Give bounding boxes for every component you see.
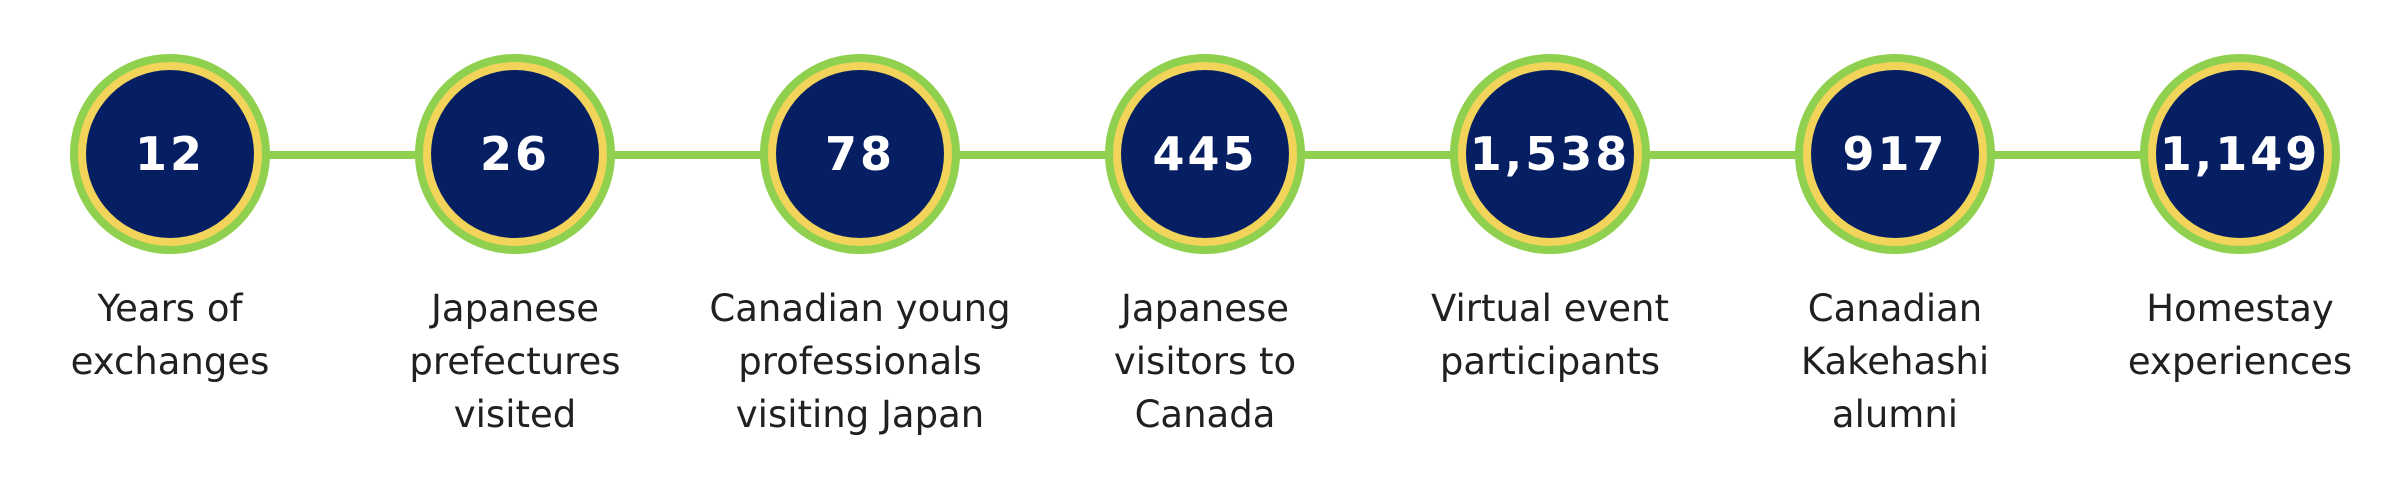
stat-value: 445 [1152,127,1258,181]
stat-badge-outer-ring: 78 [760,54,960,254]
stat-value: 1,538 [1469,127,1631,181]
stat-badge-outer-ring: 1,149 [2140,54,2340,254]
stat-label-line: participants [1439,340,1661,383]
stat-virtual-event-participants: 1,538 Virtual event participants [1390,54,1710,474]
stat-label-line: Homestay [2146,287,2334,330]
stat-label-line: visiting Japan [735,393,985,436]
stat-canadian-young-professionals: 78 Canadian young professionals visiting… [700,54,1020,474]
stat-label: Japanese visitors to Canada [1045,282,1365,441]
stat-badge: 26 [431,70,599,238]
stat-homestay-experiences: 1,149 Homestay experiences [2080,54,2400,474]
stat-label-line: Virtual event [1430,287,1670,330]
stat-label-line: experiences [2127,340,2353,383]
stat-badge-outer-ring: 445 [1105,54,1305,254]
stat-badge-inner-ring: 1,538 [1458,62,1642,246]
stat-badge-inner-ring: 445 [1113,62,1297,246]
stat-badge-inner-ring: 78 [768,62,952,246]
stat-label-line: alumni [1831,393,1959,436]
stat-badge-outer-ring: 1,538 [1450,54,1650,254]
stat-label: Homestay experiences [2080,282,2400,388]
stat-badge: 12 [86,70,254,238]
stat-label-line: professionals [738,340,982,383]
stat-label: Japanese prefectures visited [355,282,675,441]
stat-badge: 78 [776,70,944,238]
stat-label-line: Japanese [1121,287,1289,330]
stat-badge-outer-ring: 26 [415,54,615,254]
stat-label: Years of exchanges [10,282,330,388]
stat-badge: 1,538 [1466,70,1634,238]
stat-value: 12 [134,127,205,181]
stat-badge-inner-ring: 26 [423,62,607,246]
stat-label-line: Years of [97,287,243,330]
stat-badge-inner-ring: 1,149 [2148,62,2332,246]
stat-prefectures-visited: 26 Japanese prefectures visited [355,54,675,474]
stat-japanese-visitors: 445 Japanese visitors to Canada [1045,54,1365,474]
stat-label-line: Japanese [431,287,599,330]
stat-label-line: visited [453,393,577,436]
stat-label-line: Canada [1134,393,1276,436]
stat-badge-inner-ring: 12 [78,62,262,246]
stat-label: Canadian Kakehashi alumni [1735,282,2055,441]
stat-badge-inner-ring: 917 [1803,62,1987,246]
stat-badge: 917 [1811,70,1979,238]
stat-value: 78 [824,127,895,181]
stat-years-of-exchanges: 12 Years of exchanges [10,54,330,474]
stat-value: 1,149 [2159,127,2321,181]
stat-label-line: exchanges [70,340,270,383]
stat-badge-outer-ring: 12 [70,54,270,254]
stat-label-line: Canadian [1807,287,1983,330]
stat-kakehashi-alumni: 917 Canadian Kakehashi alumni [1735,54,2055,474]
stat-badge-outer-ring: 917 [1795,54,1995,254]
stat-label-line: prefectures [409,340,621,383]
stat-label: Virtual event participants [1390,282,1710,388]
stat-label-line: Kakehashi [1800,340,1990,383]
stat-badge: 445 [1121,70,1289,238]
stat-badge: 1,149 [2156,70,2324,238]
stat-label-line: Canadian young [709,287,1011,330]
stat-value: 26 [479,127,550,181]
stat-label-line: visitors to [1113,340,1297,383]
stat-label: Canadian young professionals visiting Ja… [700,282,1020,441]
stat-value: 917 [1842,127,1948,181]
